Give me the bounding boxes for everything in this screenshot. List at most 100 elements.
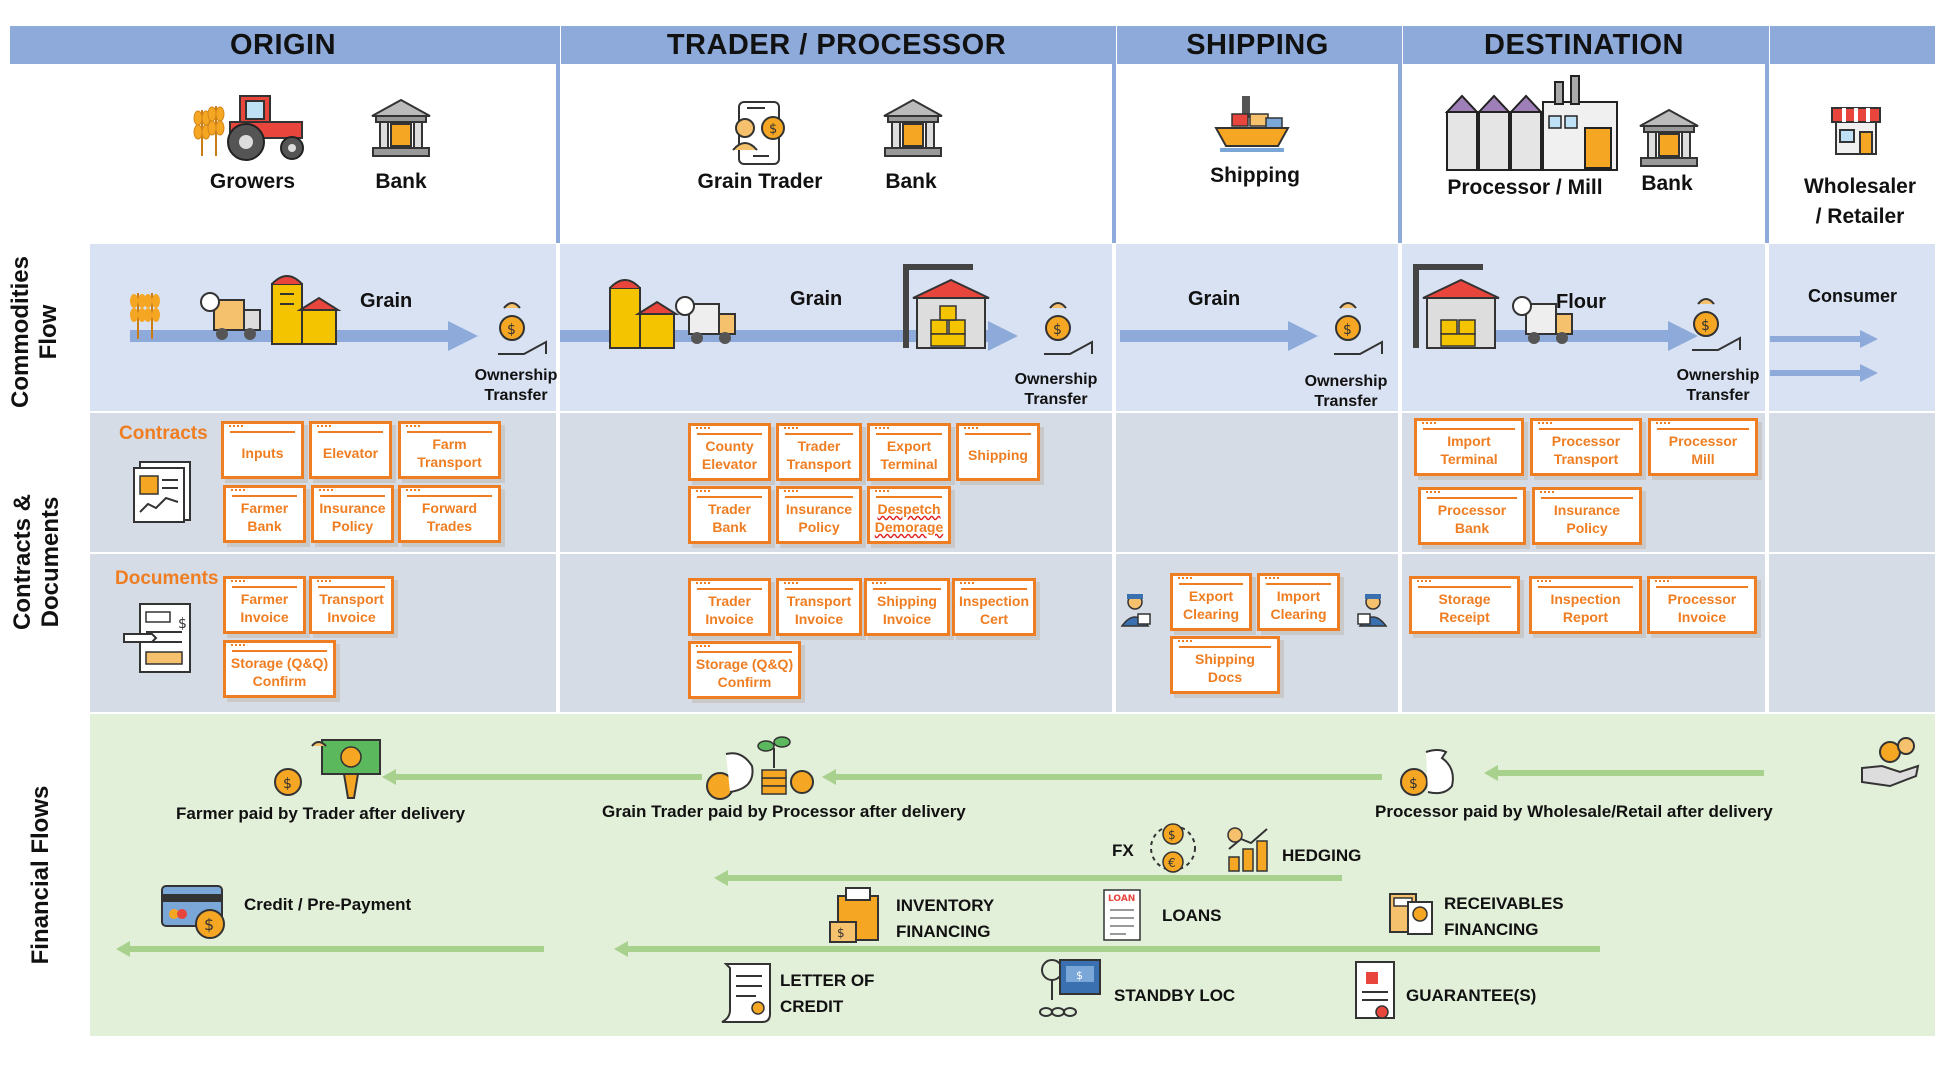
actor-growers: Growers (209, 170, 296, 193)
flow-label-flour: Flour (1556, 291, 1606, 313)
header-shipping: SHIPPING (1117, 26, 1398, 64)
credit-prepayment-label: Credit / Pre-Payment (244, 895, 412, 914)
flow-label-grain: Grain (1188, 288, 1241, 310)
actor-bank-origin: Bank (375, 170, 427, 193)
actor-shipping: Shipping (1210, 164, 1300, 187)
svg-text:$: $ (1076, 969, 1083, 982)
document-card: Transport Invoice (309, 576, 394, 634)
customs-officer-icon (1357, 594, 1388, 627)
bank-icon (371, 98, 431, 157)
svg-text:$: $ (204, 915, 214, 934)
svg-text:$: $ (1053, 322, 1062, 338)
flow-label-grain: Grain (790, 288, 843, 310)
store-icon (1831, 107, 1881, 155)
actor-grain-trader: Grain Trader (697, 170, 823, 193)
svg-text:$: $ (1409, 776, 1418, 792)
ownership-icon: $ (1044, 302, 1093, 355)
contract-card: County Elevator (688, 423, 771, 481)
svg-text:$: $ (178, 616, 187, 632)
document-card: Storage Receipt (1409, 576, 1520, 634)
credit-card-icon: $ (161, 885, 225, 939)
flow-label-consumer: Consumer (1808, 286, 1898, 306)
contract-card: Processor Mill (1648, 418, 1758, 476)
contract-card: Processor Transport (1530, 418, 1642, 476)
loan-tag: LOAN (1108, 894, 1135, 904)
row-label-financial: Financial Flows (27, 785, 54, 965)
loans-label: LOANS (1162, 906, 1222, 925)
flow-arrow (1770, 364, 1878, 382)
payment-arrow (116, 941, 544, 957)
truck-icon (1512, 296, 1573, 344)
svg-text:$: $ (283, 776, 292, 792)
payment-arrow (714, 870, 1342, 886)
wheat-icon (130, 293, 160, 339)
svg-text:$: $ (1168, 828, 1176, 842)
silo-icon (271, 275, 342, 345)
payment-arrow (614, 941, 1600, 957)
bank-icon (1639, 108, 1699, 167)
guarantee-document-icon (1355, 961, 1395, 1019)
ownership-icon: $ (498, 302, 547, 355)
commodities-band (90, 244, 1935, 411)
row-label-contracts: Contracts &Documents (9, 493, 64, 631)
contract-card: Farmer Bank (223, 485, 306, 543)
separator (556, 244, 560, 712)
contract-card: Trader Bank (688, 486, 771, 544)
currency-exchange-icon: $ € (1150, 823, 1196, 873)
contract-card: Despetch Demorage (867, 486, 951, 544)
ownership-icon: $ (1334, 302, 1383, 355)
hedging-label: HEDGING (1282, 846, 1362, 865)
separator (556, 26, 560, 243)
document-card: Storage (Q&Q) Confirm (223, 640, 336, 698)
separator (1765, 244, 1769, 712)
contract-card: Processor Bank (1418, 487, 1526, 545)
standby-loc-icon: $ (1039, 959, 1101, 1017)
actor-bank-destination: Bank (1641, 172, 1693, 195)
flow-arrow (1770, 330, 1878, 348)
document-card: Import Clearing (1257, 573, 1340, 631)
contract-card: Insurance Policy (776, 486, 862, 544)
wheat-icon (193, 106, 225, 156)
separator (1112, 244, 1116, 712)
loan-document-icon: LOAN (1103, 889, 1141, 941)
fx-label: FX (1112, 841, 1134, 860)
guarantees-label: GUARANTEE(S) (1406, 986, 1537, 1005)
silo-icon (609, 279, 680, 349)
trader-paid-label: Grain Trader paid by Processor after del… (602, 802, 966, 821)
actor-bank-trader: Bank (885, 170, 937, 193)
separator (1398, 26, 1402, 243)
ownership-icon: $ (1692, 298, 1741, 351)
truck-icon (200, 292, 261, 340)
svg-text:$: $ (1343, 322, 1352, 338)
payment-arrow (382, 769, 702, 785)
contract-card: Export Terminal (867, 423, 951, 481)
customs-officer-icon (1120, 594, 1151, 627)
receivables-icon (1389, 893, 1433, 935)
warehouse-crane-icon (903, 264, 990, 349)
processor-paid-label: Processor paid by Wholesale/Retail after… (1375, 802, 1773, 821)
separator (1398, 244, 1402, 712)
contract-card: Trader Transport (776, 423, 862, 481)
actor-wholesaler-retailer: Wholesaler/ Retailer (1803, 175, 1917, 228)
money-bag-icon: $ (1400, 749, 1454, 796)
header-trader-processor: TRADER / PROCESSOR (561, 26, 1112, 64)
svg-text:$: $ (837, 926, 845, 940)
contract-card: Farm Transport (398, 421, 501, 479)
contract-card: Forward Trades (398, 485, 501, 543)
contract-document-icon (133, 461, 191, 523)
document-card: Farmer Invoice (223, 576, 306, 634)
document-card: Storage (Q&Q) Confirm (688, 641, 801, 699)
document-card: Trader Invoice (688, 578, 771, 636)
header-retail (1770, 26, 1935, 64)
tractor-icon (227, 95, 304, 161)
contracts-section-label: Contracts (119, 423, 208, 444)
warehouse-crane-icon (1413, 264, 1500, 349)
document-card: Inspection Report (1529, 576, 1642, 634)
inventory-financing-icon: $ (829, 887, 879, 943)
